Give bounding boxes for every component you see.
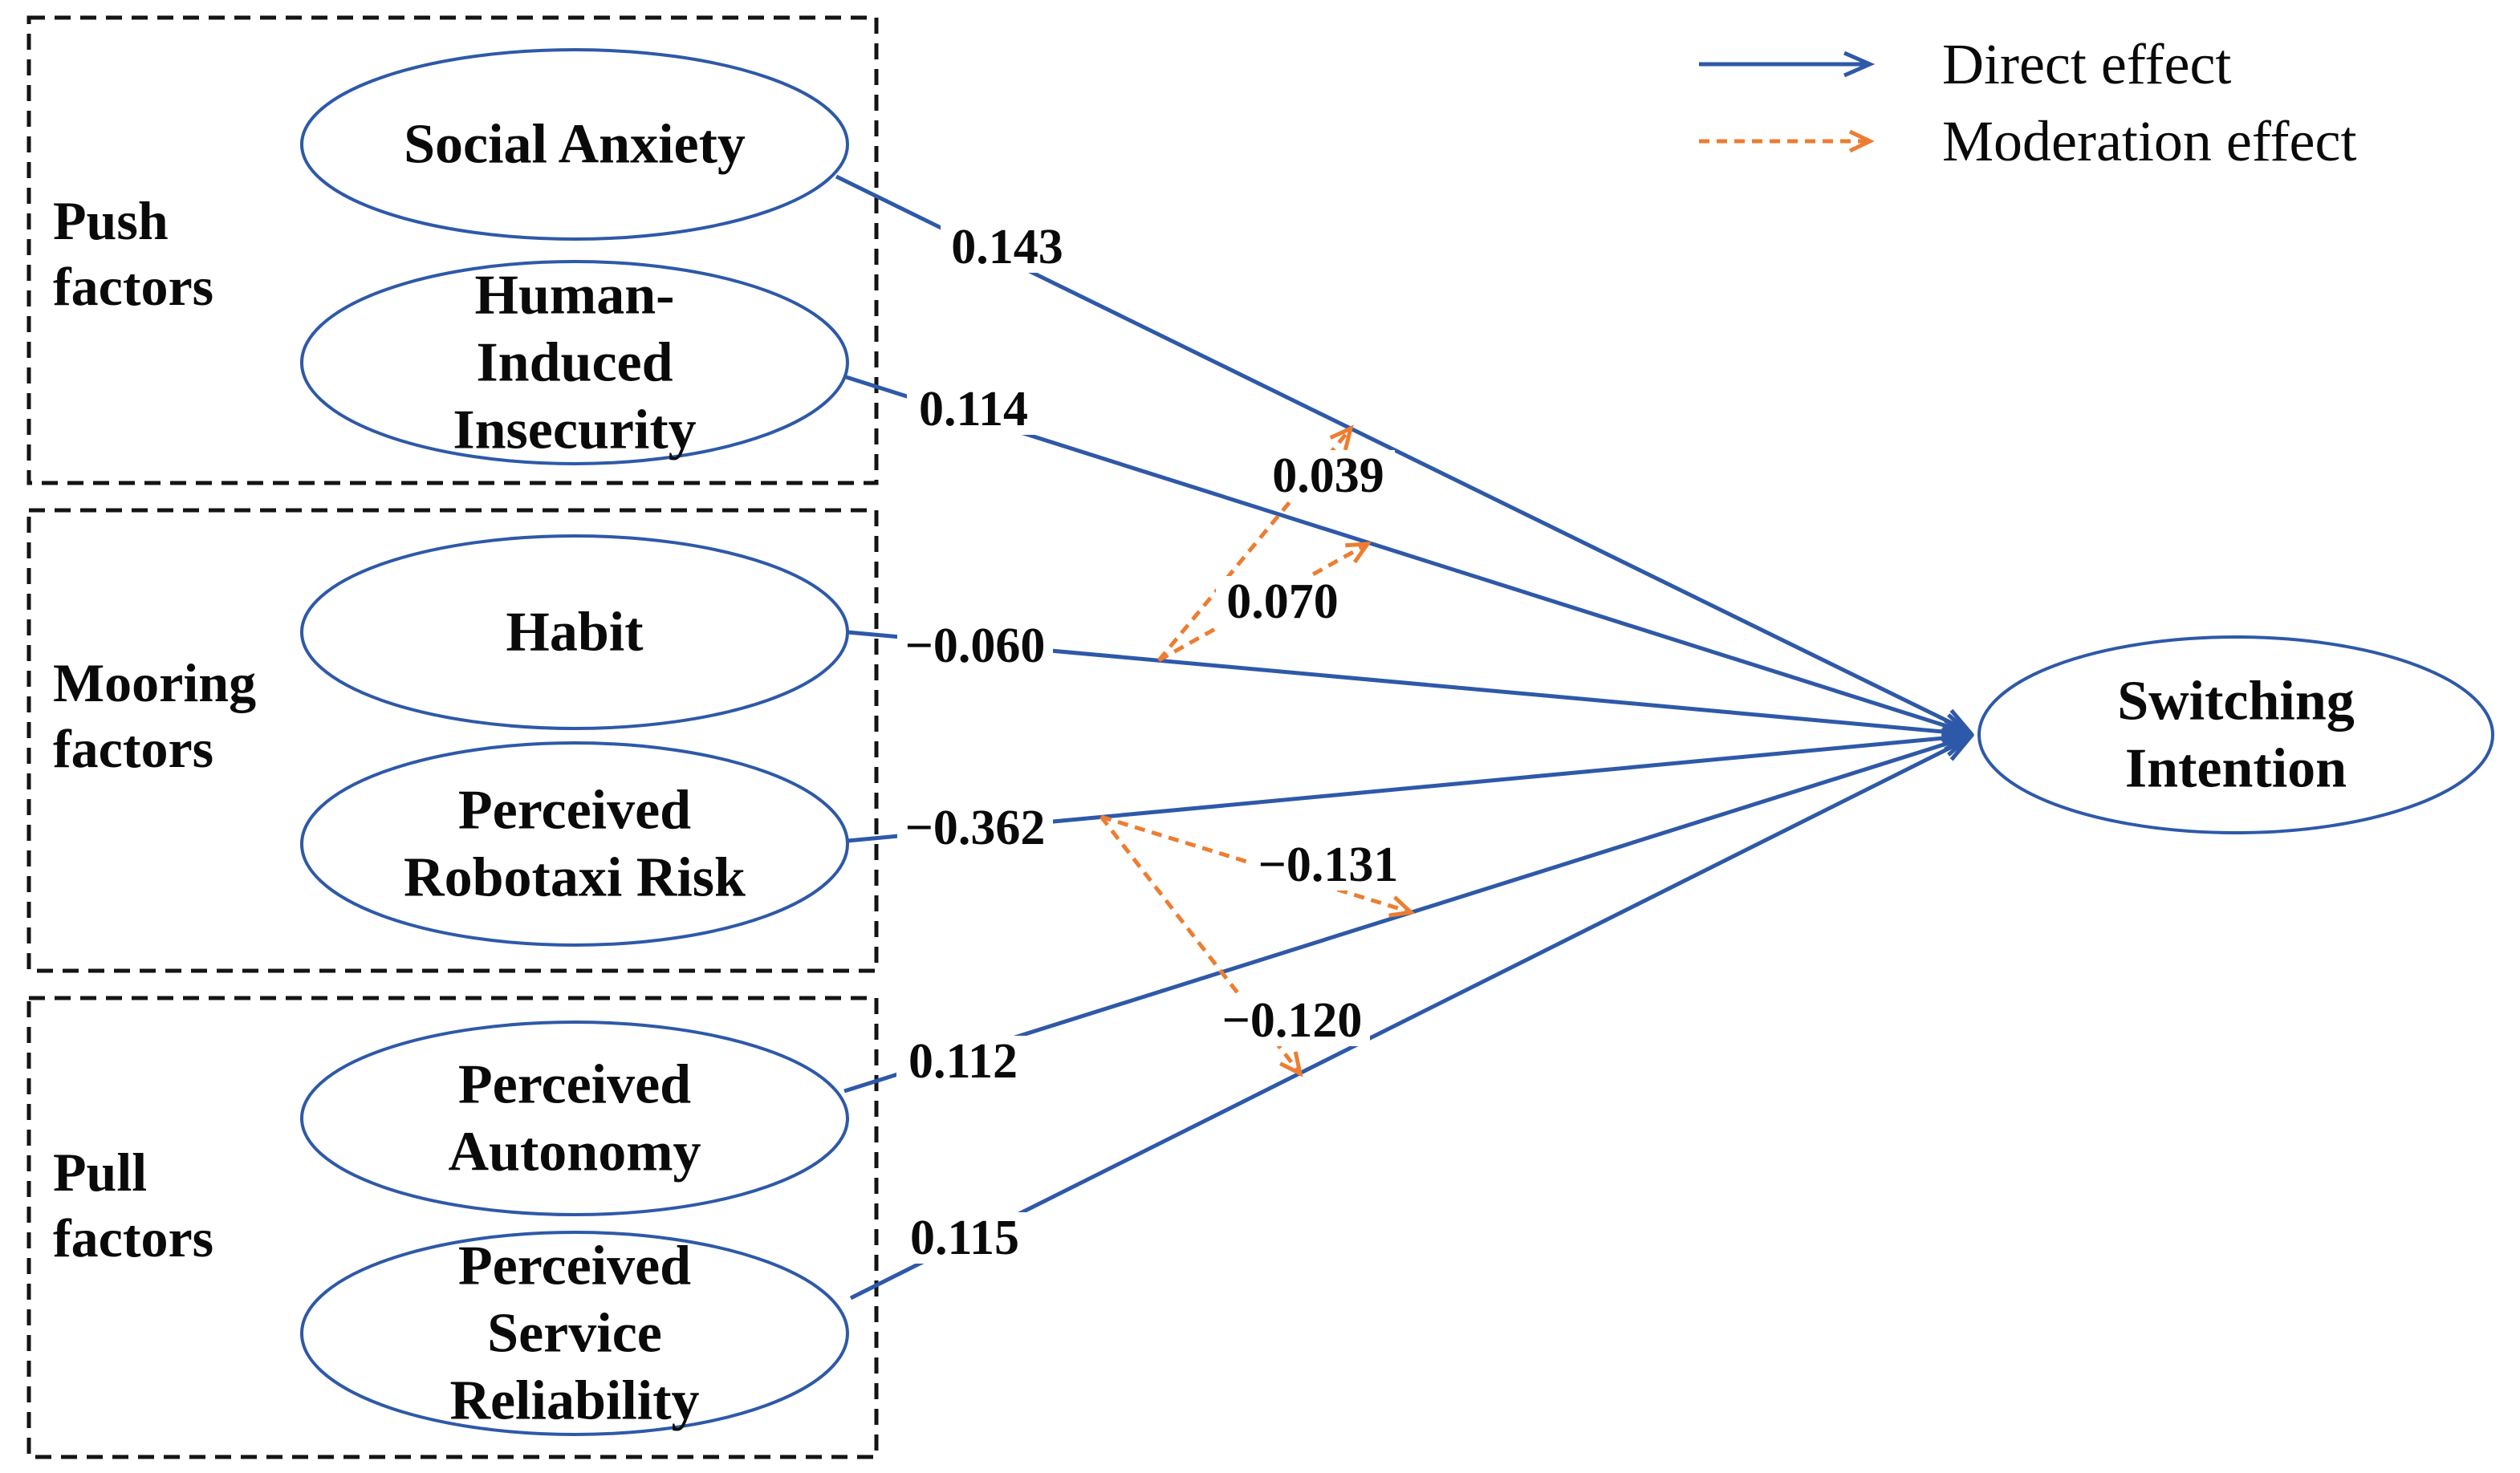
path-human-induced-insecurity-to-switching-intention — [840, 373, 1974, 739]
perceived-service-reliability-label-line1: Perceived — [458, 1236, 691, 1297]
construct-switching-intention: Switching Intention — [1977, 635, 2494, 834]
perceived-autonomy-label-line1: Perceived — [458, 1054, 691, 1116]
mooring-factors-label-line1: Mooring — [53, 652, 256, 713]
coefficient-perceived-robotaxi-risk: −0.362 — [905, 801, 1046, 855]
switching-intention-label-line2: Intention — [2125, 738, 2347, 800]
legend-moderation-effect-label: Moderation effect — [1942, 109, 2356, 173]
social-anxiety-label: Social Anxiety — [404, 114, 746, 176]
push-factors-label-line2: factors — [53, 256, 213, 317]
perceived-service-reliability-label-line3: Reliability — [449, 1370, 699, 1432]
legend: Direct effect Moderation effect — [1699, 32, 2356, 173]
human-induced-insecurity-label-line1: Human- — [475, 265, 675, 327]
coefficient-human-induced-insecurity: 0.114 — [919, 382, 1028, 436]
push-factors-box: Push factors — [26, 15, 879, 485]
moderation-effect-paths — [1099, 424, 1416, 1077]
coefficient-moderation-social-anxiety: 0.039 — [1272, 448, 1384, 503]
coef-bg — [1250, 839, 1406, 891]
switching-intention-label-line1: Switching — [2117, 671, 2355, 732]
construct-perceived-service-reliability: Perceived Service Reliability — [300, 1231, 849, 1436]
coef-bg — [898, 1212, 1031, 1264]
coef-bg — [941, 221, 1074, 273]
coefficient-moderation-perceived-autonomy: −0.131 — [1258, 838, 1399, 892]
human-induced-insecurity-ellipse — [300, 260, 849, 465]
moderation-effect-coefficients: 0.039 0.070 −0.131 −0.120 — [1214, 448, 1406, 1048]
coef-bg — [1214, 995, 1370, 1046]
pull-factors-label-line1: Pull — [53, 1142, 147, 1203]
coef-bg — [1216, 576, 1349, 627]
construct-human-induced-insecurity: Human- Induced Insecurity — [300, 260, 849, 465]
coef-bg — [897, 620, 1053, 672]
coefficient-social-anxiety: 0.143 — [951, 220, 1063, 274]
coef-bg — [896, 1036, 1030, 1087]
push-factors-label-line1: Push — [53, 190, 169, 251]
perceived-robotaxi-risk-ellipse — [300, 741, 849, 947]
human-induced-insecurity-label-line3: Insecurity — [453, 400, 696, 461]
coefficient-habit: −0.060 — [905, 619, 1046, 673]
path-perceived-service-reliability-to-switching-intention — [849, 736, 1974, 1301]
direct-effect-paths — [835, 174, 1975, 1301]
coefficient-perceived-service-reliability: 0.115 — [910, 1211, 1019, 1265]
direct-effect-coefficients: 0.143 0.114 −0.060 −0.362 0.112 0.115 — [896, 220, 1074, 1265]
perceived-robotaxi-risk-label-line2: Robotaxi Risk — [404, 847, 746, 909]
coefficient-moderation-perceived-service-reliability: −0.120 — [1222, 993, 1363, 1048]
switching-intention-ellipse — [1977, 635, 2494, 834]
coef-bg — [897, 802, 1053, 854]
push-factors-border — [26, 15, 879, 485]
coef-bg — [907, 383, 1040, 435]
habit-ellipse — [300, 534, 849, 730]
pull-factors-border — [26, 996, 879, 1459]
mooring-factors-box: Mooring factors — [26, 508, 879, 973]
perceived-autonomy-label-line2: Autonomy — [448, 1122, 701, 1183]
moderation-habit-on-human-induced-insecurity-path — [1157, 542, 1372, 663]
coefficient-perceived-autonomy: 0.112 — [908, 1034, 1018, 1089]
perceived-robotaxi-risk-label-line1: Perceived — [458, 780, 691, 842]
construct-perceived-autonomy: Perceived Autonomy — [300, 1021, 849, 1216]
legend-direct-effect-label: Direct effect — [1942, 32, 2231, 96]
human-induced-insecurity-label-line2: Induced — [476, 332, 673, 394]
coefficient-moderation-human-induced-insecurity: 0.070 — [1226, 574, 1339, 629]
pull-factors-box: Pull factors — [26, 996, 879, 1459]
mooring-factors-border — [26, 508, 879, 973]
perceived-autonomy-ellipse — [300, 1021, 849, 1216]
construct-social-anxiety: Social Anxiety — [300, 48, 849, 241]
construct-habit: Habit — [300, 534, 849, 730]
perceived-service-reliability-ellipse — [300, 1231, 849, 1436]
coef-bg — [1262, 450, 1395, 501]
social-anxiety-ellipse — [300, 48, 849, 241]
pull-factors-label-line2: factors — [53, 1207, 213, 1268]
perceived-service-reliability-label-line2: Service — [487, 1303, 662, 1365]
construct-perceived-robotaxi-risk: Perceived Robotaxi Risk — [300, 741, 849, 947]
mooring-factors-label-line2: factors — [53, 718, 213, 779]
habit-label: Habit — [506, 602, 643, 663]
